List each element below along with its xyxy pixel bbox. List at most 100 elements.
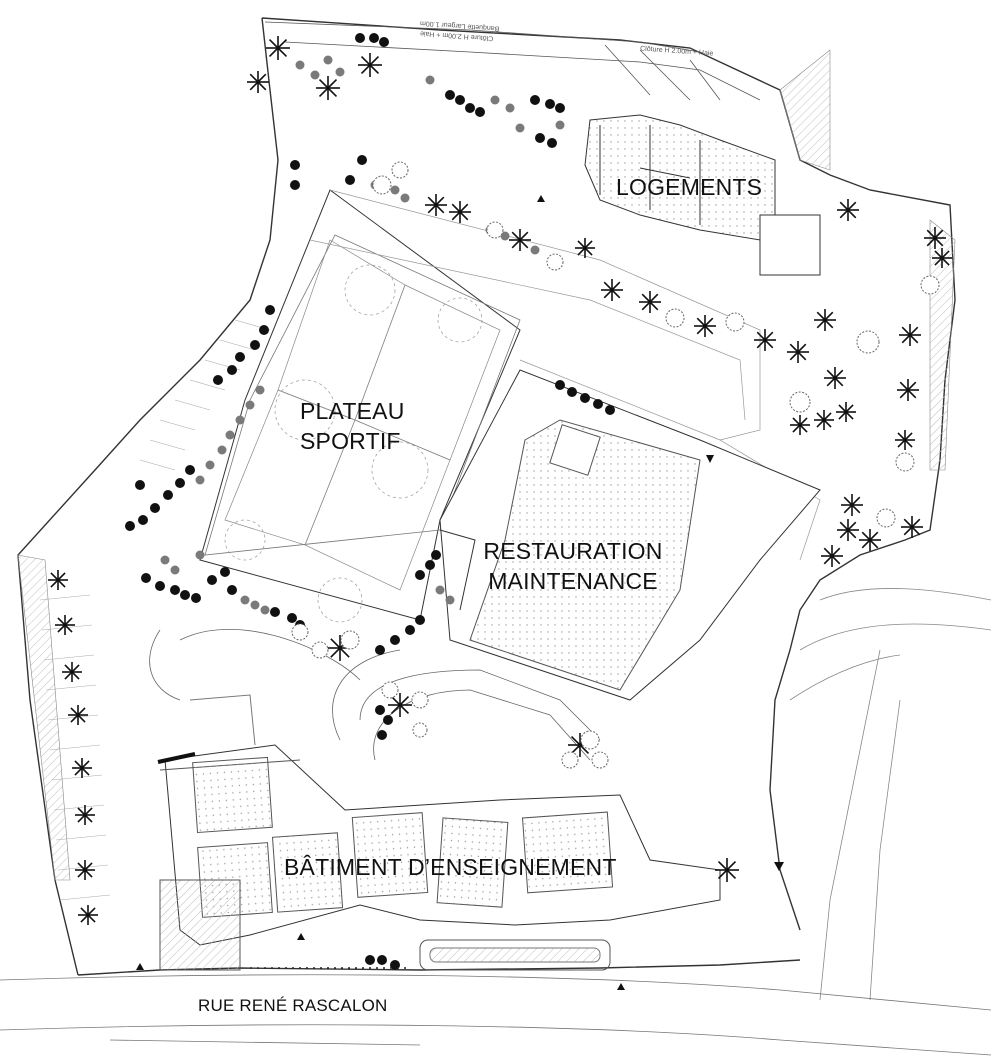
tree-canopy	[486, 221, 504, 239]
tree-star	[601, 279, 623, 301]
slope-hatch-west	[17, 554, 71, 881]
tree-star	[895, 430, 915, 450]
tree-shrub	[295, 60, 305, 70]
tree-shrub	[375, 645, 385, 655]
tree-shrub	[465, 103, 475, 113]
tree-star	[814, 410, 834, 430]
tree-canopy	[546, 253, 564, 271]
tree-shrub	[160, 555, 170, 565]
tree-shrub	[390, 635, 400, 645]
tree-star	[75, 805, 95, 825]
tree-star	[924, 227, 946, 249]
tree-star	[62, 662, 82, 682]
tree-shrub	[287, 613, 297, 623]
tree-shrub	[323, 55, 333, 65]
label-batiment: BÂTIMENT D’ENSEIGNEMENT	[284, 854, 617, 880]
street	[0, 974, 991, 1056]
tree-shrub	[567, 387, 577, 397]
tree-shrub	[355, 33, 365, 43]
tree-star	[790, 415, 810, 435]
tree-shrub	[555, 380, 565, 390]
tree-shrub	[227, 585, 237, 595]
tree-shrub	[259, 325, 269, 335]
tree-star	[247, 71, 269, 93]
tree-shrub	[217, 445, 227, 455]
tree-shrub	[425, 75, 435, 85]
tree-shrub	[207, 575, 217, 585]
tree-shrub	[170, 585, 180, 595]
tree-star	[899, 324, 921, 346]
tree-shrub	[383, 715, 393, 725]
tree-shrub	[335, 67, 345, 77]
tree-shrub	[227, 365, 237, 375]
tree-shrub	[425, 560, 435, 570]
tree-shrub	[138, 515, 148, 525]
tree-shrub	[290, 160, 300, 170]
tree-shrub	[250, 340, 260, 350]
tree-shrub	[415, 615, 425, 625]
tree-star	[72, 758, 92, 778]
tree-shrub	[490, 95, 500, 105]
tree-canopy	[591, 751, 609, 769]
tree-shrub	[435, 585, 445, 595]
tree-star	[509, 229, 531, 251]
tree-canopy	[789, 391, 811, 413]
tree-shrub	[185, 465, 195, 475]
tree-shrub	[547, 138, 557, 148]
trees	[48, 33, 952, 970]
top-fence	[264, 21, 761, 101]
tree-shrub	[555, 120, 565, 130]
tree-canopy	[412, 722, 428, 738]
entrance-markers	[136, 195, 784, 990]
tree-star	[75, 860, 95, 880]
tree-shrub	[535, 133, 545, 143]
tree-shrub	[365, 955, 375, 965]
tree-star	[859, 529, 881, 551]
tree-shrub	[369, 33, 379, 43]
tree-shrub	[515, 123, 525, 133]
tree-star	[388, 693, 412, 717]
tree-shrub	[530, 245, 540, 255]
label-plateau: PLATEAU SPORTIF	[300, 396, 404, 456]
tree-shrub	[155, 581, 165, 591]
tree-shrub	[505, 103, 515, 113]
tree-canopy	[856, 330, 880, 354]
tree-shrub	[445, 90, 455, 100]
tree-canopy	[561, 751, 579, 769]
tree-canopy	[291, 623, 309, 641]
label-rue: RUE RENÉ RASCALON	[198, 996, 388, 1015]
tree-star	[814, 309, 836, 331]
tree-star	[316, 76, 340, 100]
tree-shrub	[310, 70, 320, 80]
tree-shrub	[135, 480, 145, 490]
tree-shrub	[400, 193, 410, 203]
tree-star	[715, 858, 739, 882]
tree-shrub	[290, 180, 300, 190]
tree-star	[754, 329, 776, 351]
tree-star	[821, 545, 843, 567]
tree-star	[449, 201, 471, 223]
tree-star	[48, 570, 68, 590]
tree-canopy	[391, 161, 409, 179]
tree-canopy	[665, 308, 685, 328]
slope-hatch-right	[779, 49, 831, 171]
tree-star	[787, 341, 809, 363]
tree-shrub	[555, 103, 565, 113]
tree-shrub	[415, 570, 425, 580]
tree-star	[358, 53, 382, 77]
tree-shrub	[150, 503, 160, 513]
tree-star	[836, 402, 856, 422]
logements-building	[584, 114, 821, 276]
tree-star	[901, 516, 923, 538]
tree-shrub	[377, 955, 387, 965]
tree-shrub	[455, 95, 465, 105]
tree-shrub	[375, 705, 385, 715]
tree-shrub	[431, 550, 441, 560]
tree-canopy	[876, 508, 896, 528]
tree-shrub	[250, 600, 260, 610]
tree-star	[575, 238, 595, 258]
tree-shrub	[163, 490, 173, 500]
tree-shrub	[270, 607, 280, 617]
tree-shrub	[235, 415, 245, 425]
